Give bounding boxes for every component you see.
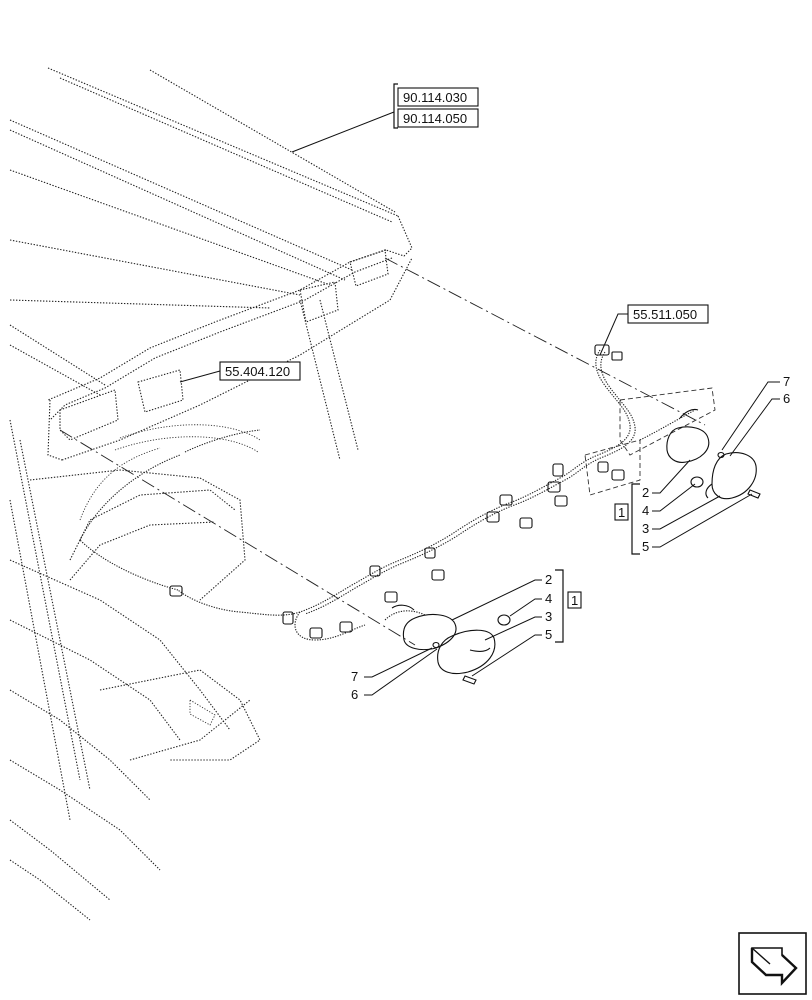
callout-4-center: 4 xyxy=(545,591,552,606)
callout-3-center: 3 xyxy=(545,609,552,624)
callout-5-center: 5 xyxy=(545,627,552,642)
alignment-lines xyxy=(59,257,706,646)
ref-55-511-050: 55.511.050 xyxy=(633,307,697,322)
reference-55-404-120-group: 55.404.120 xyxy=(179,361,301,383)
ref-90-114-030: 90.114.030 xyxy=(403,90,467,105)
reference-group-top: 90.114.030 90.114.050 xyxy=(291,83,479,153)
callout-2-right: 2 xyxy=(642,485,649,500)
cab-structure xyxy=(9,299,359,921)
wiring-harness xyxy=(79,344,696,641)
callout-7-center: 7 xyxy=(351,669,358,684)
callouts-center: 1 2 4 3 5 7 6 xyxy=(351,569,582,702)
ref-55-404-120: 55.404.120 xyxy=(225,364,290,379)
group-1-right: 1 xyxy=(618,505,625,520)
callout-2-center: 2 xyxy=(545,572,552,587)
callout-3-right: 3 xyxy=(642,521,649,536)
center-lamp-assembly xyxy=(391,604,511,685)
callout-6-center: 6 xyxy=(351,687,358,702)
connector-icon xyxy=(594,344,610,356)
callout-5-right: 5 xyxy=(642,539,649,554)
callout-4-right: 4 xyxy=(642,503,649,518)
cab-roof xyxy=(9,67,413,461)
callout-6-top: 6 xyxy=(783,391,790,406)
ref-90-114-050: 90.114.050 xyxy=(403,111,467,126)
navigation-arrow-icon[interactable] xyxy=(738,932,807,995)
callout-7-top: 7 xyxy=(783,374,790,389)
group-1-center: 1 xyxy=(571,593,578,608)
reference-55-511-050-group: 55.511.050 xyxy=(599,304,709,356)
right-lamp-assembly xyxy=(584,387,761,500)
callouts-right: 7 6 1 2 4 3 5 xyxy=(614,374,790,555)
